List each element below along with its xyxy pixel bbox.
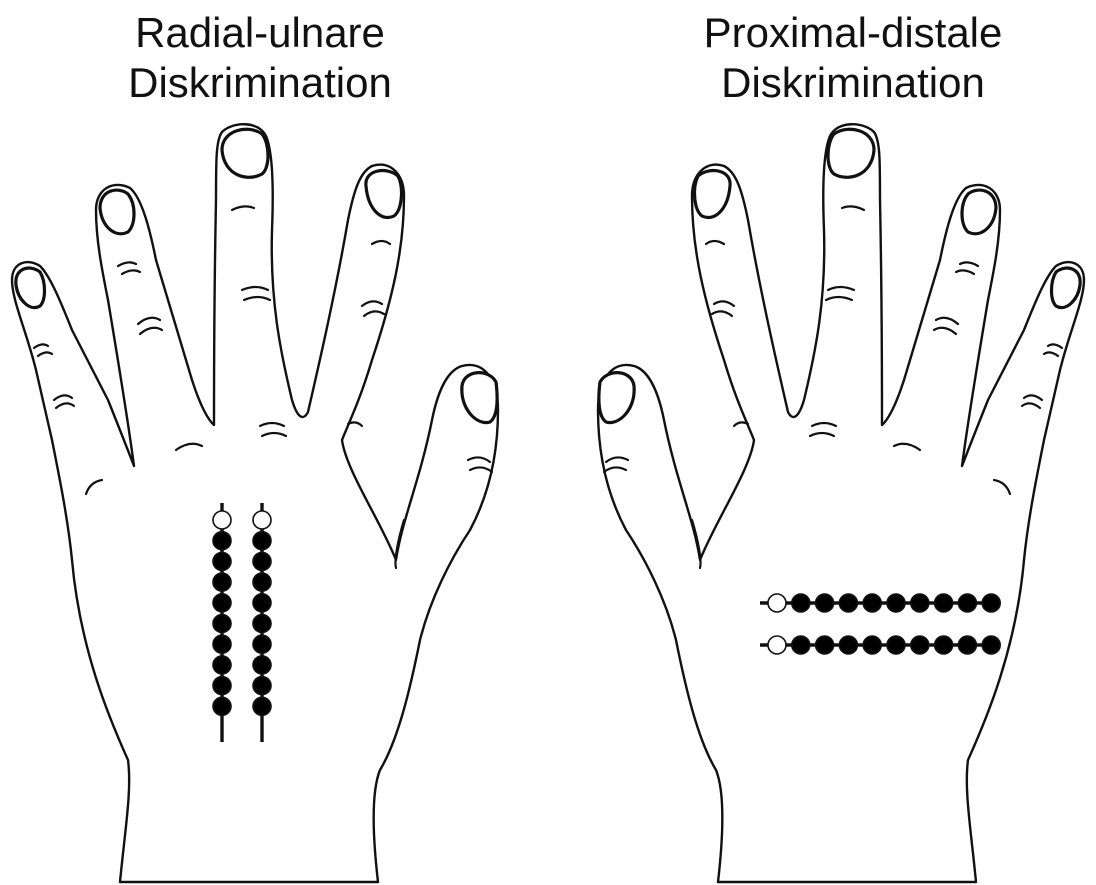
left-stimulus-point-1-8 bbox=[213, 656, 231, 674]
right-stimulus-point-2-9 bbox=[958, 636, 976, 654]
right-stimulus-point-2-6 bbox=[887, 636, 905, 654]
right-stimulus-point-1-5 bbox=[863, 594, 881, 612]
left-stimulus-point-2-10 bbox=[253, 697, 271, 715]
right-stimulus-point-1-7 bbox=[911, 594, 929, 612]
left-stimulus-point-1-6 bbox=[213, 615, 231, 633]
right-stimulus-point-1-3 bbox=[816, 594, 834, 612]
right-stimulus-point-1-9 bbox=[958, 594, 976, 612]
left-stimulus-point-2-9 bbox=[253, 677, 271, 695]
right-hand bbox=[598, 124, 1084, 882]
left-middle-nail bbox=[222, 129, 268, 177]
right-stimulus-point-1-6 bbox=[887, 594, 905, 612]
right-stimulus-point-2-8 bbox=[935, 636, 953, 654]
right-reference-point-1-1 bbox=[768, 594, 786, 612]
left-stimulus-point-1-5 bbox=[213, 594, 231, 612]
left-stimulus-point-1-10 bbox=[213, 697, 231, 715]
right-stimulus-point-2-5 bbox=[863, 636, 881, 654]
right-hand-outline bbox=[598, 124, 1084, 882]
left-stimulus-point-1-4 bbox=[213, 573, 231, 591]
left-stimulus-point-1-7 bbox=[213, 635, 231, 653]
left-reference-point-2-1 bbox=[253, 511, 271, 529]
left-stimulus-point-2-5 bbox=[253, 594, 271, 612]
left-stimulus-point-1-9 bbox=[213, 677, 231, 695]
right-stimulus-point-1-2 bbox=[792, 594, 810, 612]
right-stimulus-point-1-8 bbox=[935, 594, 953, 612]
right-stimulus-point-1-10 bbox=[982, 594, 1000, 612]
left-stimulus-point-1-2 bbox=[213, 532, 231, 550]
right-stimulus-point-2-2 bbox=[792, 636, 810, 654]
right-stimulus-point-2-10 bbox=[982, 636, 1000, 654]
left-stimulus-point-2-7 bbox=[253, 635, 271, 653]
left-stimulus-point-1-3 bbox=[213, 552, 231, 570]
left-hand-outline bbox=[12, 124, 498, 882]
left-stimulus-point-2-3 bbox=[253, 552, 271, 570]
left-hand bbox=[12, 124, 498, 882]
right-reference-point-2-1 bbox=[768, 636, 786, 654]
right-stimulus-point-1-4 bbox=[839, 594, 857, 612]
left-stimulus-point-2-4 bbox=[253, 573, 271, 591]
left-reference-point-1-1 bbox=[213, 511, 231, 529]
right-stimulus-point-2-7 bbox=[911, 636, 929, 654]
left-stimulus-point-2-2 bbox=[253, 532, 271, 550]
right-stimulus-point-2-4 bbox=[839, 636, 857, 654]
right-stimulus-point-2-3 bbox=[816, 636, 834, 654]
left-stimulus-point-2-6 bbox=[253, 615, 271, 633]
left-stimulus-point-2-8 bbox=[253, 656, 271, 674]
